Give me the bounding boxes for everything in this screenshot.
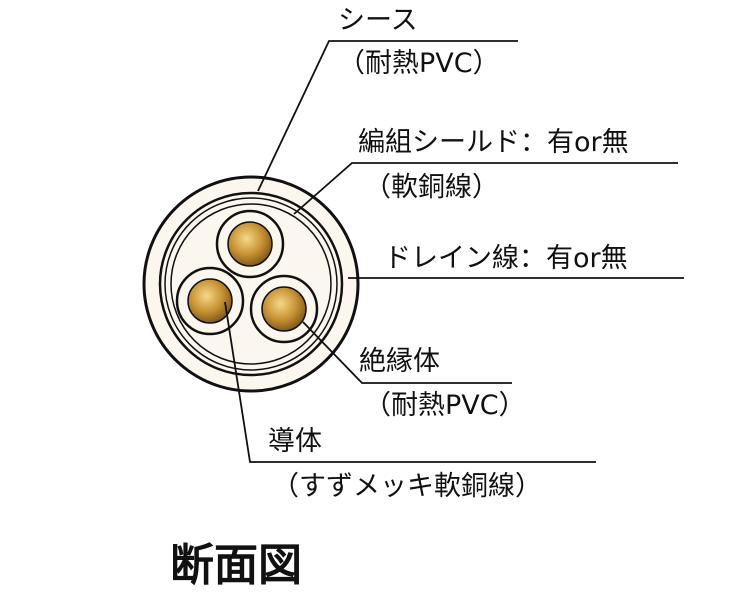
label-sheath-name: シース bbox=[338, 5, 418, 36]
label-shield-name: 編組シールド：有or無 bbox=[358, 127, 629, 158]
core-top bbox=[215, 209, 285, 279]
label-shield-material: （軟銅線） bbox=[364, 172, 499, 203]
braided-shield-ring bbox=[158, 191, 344, 377]
conductor-right bbox=[261, 286, 307, 332]
leader-shield bbox=[293, 162, 678, 215]
leader-conductor bbox=[224, 301, 596, 463]
conductor-left bbox=[187, 278, 233, 324]
label-insulator-name: 絶縁体 bbox=[359, 346, 440, 377]
core-right bbox=[249, 274, 319, 344]
label-sheath-material: （耐熱PVC） bbox=[338, 48, 500, 79]
leader-insulator bbox=[302, 321, 512, 384]
figure-title: 断面図 bbox=[170, 540, 302, 591]
braided-shield-inner-ring bbox=[164, 197, 338, 371]
conductor-top bbox=[227, 221, 273, 267]
label-insulator-material: （耐熱PVC） bbox=[364, 390, 526, 421]
core-left bbox=[175, 266, 245, 336]
label-conductor-material: （すずメッキ軟銅線） bbox=[272, 471, 542, 502]
label-conductor-name: 導体 bbox=[268, 426, 322, 457]
leader-sheath bbox=[257, 40, 518, 192]
label-drain-name: ドレイン線：有or無 bbox=[384, 243, 628, 274]
